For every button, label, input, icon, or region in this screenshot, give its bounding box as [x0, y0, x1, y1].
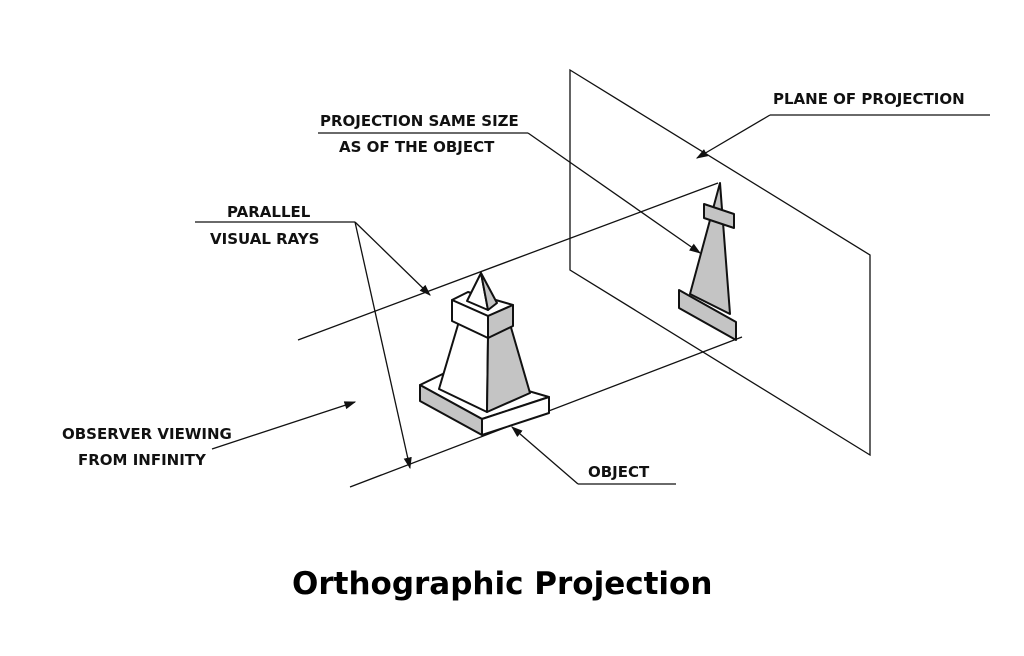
object-pedestal: [419, 272, 550, 436]
projected-image: [678, 182, 737, 341]
visual-ray-top: [297, 182, 719, 341]
same-size-label-line1: PROJECTION SAME SIZE: [320, 112, 519, 130]
observer-label-line2: FROM INFINITY: [78, 451, 207, 469]
diagram-title: Orthographic Projection: [292, 566, 712, 602]
plane-leader: [695, 114, 990, 159]
plane-label: PLANE OF PROJECTION: [773, 90, 965, 108]
object-label: OBJECT: [588, 463, 650, 481]
same-size-label-line2: AS OF THE OBJECT: [339, 138, 495, 156]
projection-plane: [569, 68, 871, 457]
same-size-leader: [318, 132, 701, 254]
parallel-rays-label-line1: PARALLEL: [227, 203, 311, 221]
object-leader: [511, 426, 676, 485]
observer-leader: [211, 401, 357, 450]
parallel-rays-leader: [195, 221, 431, 470]
observer-label-line1: OBSERVER VIEWING: [62, 425, 232, 443]
parallel-rays-label-line2: VISUAL RAYS: [210, 230, 320, 248]
